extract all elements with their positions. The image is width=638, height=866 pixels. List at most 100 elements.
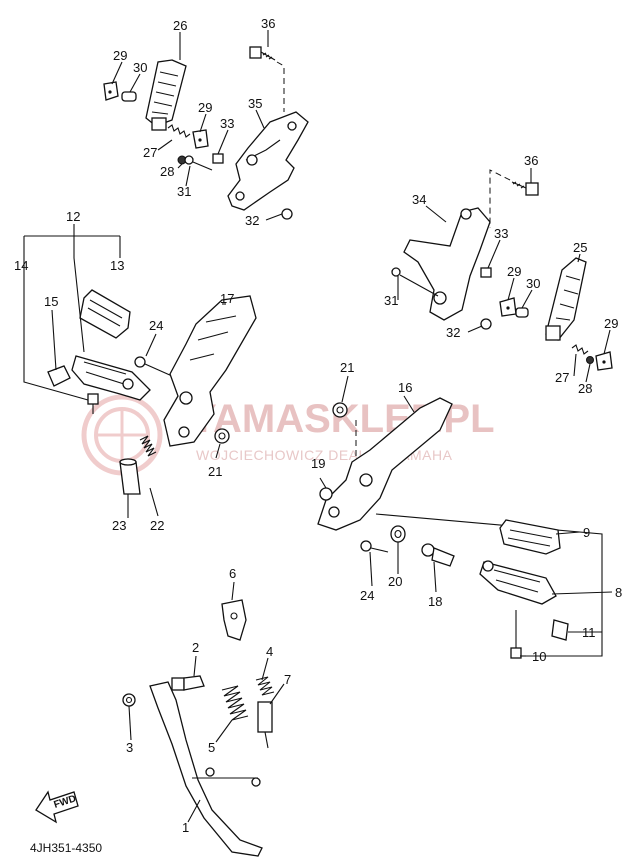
drawing-code: 4JH351-4350 (30, 841, 102, 855)
callout-33a: 33 (220, 116, 234, 131)
fwd-arrow-icon: FWD (35, 790, 79, 824)
callout-31b: 31 (384, 293, 398, 308)
callout-36b: 36 (524, 153, 538, 168)
callout-22: 22 (150, 518, 164, 533)
callout-21a: 21 (208, 464, 222, 479)
footrest-rubber-9 (499, 519, 561, 555)
bolt-2 (171, 675, 205, 691)
callout-10: 10 (532, 649, 546, 664)
callout-35: 35 (248, 96, 262, 111)
footrest-rubber-13 (79, 289, 131, 339)
callout-27b: 27 (555, 370, 569, 385)
nut-32b (480, 318, 492, 330)
nut-32a (281, 208, 293, 220)
collar-30a (121, 91, 137, 102)
rubber-piece-29b (192, 129, 209, 149)
spring-7 (257, 701, 273, 749)
ball-28b (586, 356, 594, 364)
callout-20: 20 (388, 574, 402, 589)
callout-29c: 29 (507, 264, 521, 279)
footrest-12 (71, 355, 151, 401)
callout-11: 11 (582, 625, 596, 640)
callout-6: 6 (229, 566, 236, 581)
spring-5 (221, 685, 249, 721)
callout-9: 9 (583, 525, 590, 540)
collar-33a (212, 153, 224, 164)
callout-13: 13 (110, 258, 124, 273)
rubber-piece-29a (103, 81, 119, 101)
callout-29b: 29 (198, 100, 212, 115)
bolt-31b (391, 267, 439, 297)
callout-28a: 28 (160, 164, 174, 179)
callout-19: 19 (311, 456, 325, 471)
callout-24a: 24 (149, 318, 163, 333)
bolt-24b (360, 540, 389, 553)
damper-15 (47, 365, 71, 387)
footrest-bracket-17 (163, 295, 257, 447)
callout-8: 8 (615, 585, 622, 600)
bolt-36-top (249, 46, 276, 61)
footrest-8 (479, 560, 557, 605)
bolt-14 (87, 393, 99, 414)
spring-27a (167, 124, 191, 138)
collar-23 (119, 458, 141, 495)
callout-2: 2 (192, 640, 199, 655)
collar-33b (480, 267, 492, 278)
callout-3: 3 (126, 740, 133, 755)
callout-7: 7 (284, 672, 291, 687)
nut-21a (214, 428, 230, 444)
rubber-piece-29c (499, 297, 517, 317)
callout-30a: 30 (133, 60, 147, 75)
sidestand-1 (149, 681, 263, 857)
rider-left-footrest-assembly (23, 235, 257, 495)
callout-26: 26 (173, 18, 187, 33)
callout-labels: 36 26 29 30 35 29 33 27 28 31 32 36 34 3… (14, 16, 622, 835)
sidestand-assembly (122, 599, 275, 857)
footrest-rubber-25 (545, 257, 587, 341)
washer-20 (390, 525, 406, 543)
callout-18: 18 (428, 594, 442, 609)
callout-14: 14 (14, 258, 28, 273)
callout-30b: 30 (526, 276, 540, 291)
bolt-10 (510, 610, 522, 659)
leader-lines (51, 30, 613, 823)
footrest-bracket-34 (403, 207, 491, 321)
callout-29a: 29 (113, 48, 127, 63)
callout-27a: 27 (143, 145, 157, 160)
callout-23: 23 (112, 518, 126, 533)
spring-4 (255, 676, 275, 696)
nut-19 (319, 487, 333, 501)
footrest-bracket-35 (227, 111, 309, 211)
callout-21b: 21 (340, 360, 354, 375)
callout-17: 17 (220, 291, 234, 306)
bolt-36-right (511, 181, 539, 196)
callout-29d: 29 (604, 316, 618, 331)
rider-right-footrest-assembly (317, 397, 603, 659)
callout-28b: 28 (578, 381, 592, 396)
callout-32a: 32 (245, 213, 259, 228)
callout-16: 16 (398, 380, 412, 395)
callout-34: 34 (412, 192, 426, 207)
callout-12: 12 (66, 209, 80, 224)
callout-5: 5 (208, 740, 215, 755)
callout-36a: 36 (261, 16, 275, 31)
bolt-31a (184, 155, 213, 171)
callout-15: 15 (44, 294, 58, 309)
rear-right-footrest-assembly (391, 169, 613, 371)
spring-27b (571, 344, 589, 355)
bolt-18 (421, 543, 455, 567)
callout-1: 1 (182, 820, 189, 835)
callout-24b: 24 (360, 588, 374, 603)
footrest-bracket-16 (317, 397, 453, 531)
rubber-piece-29d (595, 351, 613, 371)
callout-31a: 31 (177, 184, 191, 199)
footrest-rubber-26 (145, 59, 187, 131)
bracket-6 (221, 599, 247, 641)
callout-33b: 33 (494, 226, 508, 241)
spring-22 (139, 435, 157, 457)
damper-11 (551, 619, 569, 641)
nut-21b (332, 402, 348, 418)
bolt-24a (134, 356, 173, 377)
rear-left-footrest-assembly (103, 46, 309, 220)
